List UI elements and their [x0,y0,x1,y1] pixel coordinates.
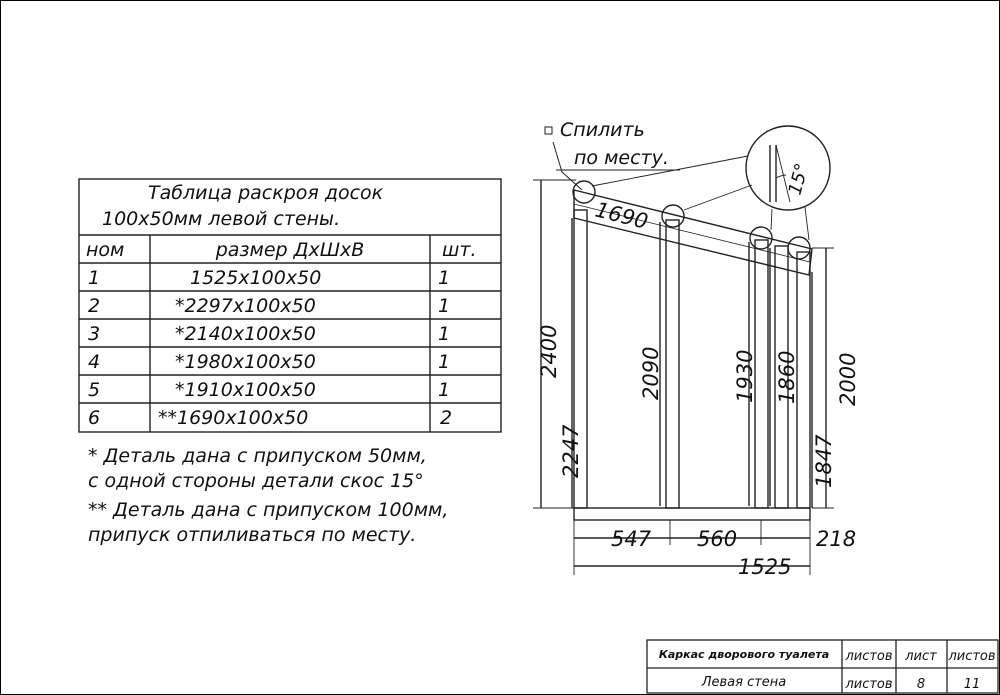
sheet-total: 11 [964,677,981,692]
dim-post3: 1930 [733,350,757,403]
detail-angle-line [775,144,791,203]
title-block [646,639,999,694]
table-header-num: ном [86,239,124,261]
table-cell-size: *2140x100x50 [175,323,316,345]
table-border [78,178,502,433]
table-cell-num: 2 [88,295,100,317]
title-block-row2-col1: листов [844,677,892,692]
joint-circle [661,204,685,228]
post-right [796,251,811,509]
dim-span3: 218 [816,527,856,551]
dim-top-beam: 1690 [593,198,651,234]
detail-leader [591,155,749,187]
detail-leader [683,184,753,211]
dim-inner-height: 2247 [559,424,583,478]
table-cell-size: *1910x100x50 [175,379,316,401]
dim-span1: 547 [611,527,652,551]
table-cell-num: 6 [88,407,100,429]
sheet-number: 8 [917,677,925,692]
dim-post4: 1860 [775,351,799,404]
dim-right-post: 2000 [836,353,860,406]
joint-circle [572,180,596,204]
joint-circle [749,226,773,250]
title-block-col1-label: листов [844,649,892,664]
saw-icon [544,126,553,135]
post-2 [665,219,680,509]
table-title-line1: Таблица раскроя досок [148,182,384,204]
detail-leader [770,208,773,231]
note1-line1: * Деталь дана с припуском 50мм, [88,445,427,467]
table-cell-qty: 2 [440,407,452,429]
table-header-qty: шт. [442,239,477,261]
table-cell-size: *1980x100x50 [175,351,316,373]
cutting-table [78,178,502,433]
dim-post2: 2090 [639,347,663,400]
table-cell-size: 1525x100x50 [190,267,321,289]
title-block-col2-label: лист [904,649,937,664]
note2-line1: ** Деталь дана с припуском 100мм, [88,499,448,521]
table-header-size: размер ДхШхВ [215,239,365,261]
table-cell-qty: 1 [438,379,450,401]
table-cell-size: *2297x100x50 [175,295,316,317]
cut-note-line2: по месту. [574,147,669,169]
dim-total-width: 1525 [738,555,791,579]
post-3 [754,239,769,509]
title-block-subtitle: Левая стена [701,675,787,690]
dim-overall-height: 2400 [537,325,561,378]
detail-angle-arc [775,174,787,179]
title-block-col3-label: листов [947,649,995,664]
dim-right-lower: 1847 [812,434,836,488]
table-cell-qty: 1 [438,351,450,373]
dim-span2: 560 [697,527,737,551]
table-cell-num: 1 [88,267,100,289]
table-cell-num: 3 [88,323,100,345]
title-block-title: Каркас дворового туалета [659,648,829,661]
table-title-line2: 100x50мм левой стены. [102,208,340,230]
table-cell-qty: 1 [438,295,450,317]
detail-leader [804,206,810,241]
note2-line2: припуск отпиливаться по месту. [88,524,416,546]
cut-note-leader [552,141,583,191]
wall-frame-drawing [533,125,834,575]
table-cell-num: 4 [88,351,100,373]
sloped-top-beam [573,189,813,276]
cut-note-line1: Спилить [560,119,645,141]
table-cell-size: **1690x100x50 [158,407,308,429]
table-cell-num: 5 [88,379,100,401]
title-block-border [646,639,999,694]
note1-line2: с одной стороны детали скос 15° [88,470,424,492]
joint-circle [787,236,811,260]
post-4 [774,245,789,509]
post-left [573,209,588,509]
table-cell-qty: 1 [438,323,450,345]
table-cell-qty: 1 [438,267,450,289]
angle-detail-circle [745,125,831,211]
angle-label: 15° [785,161,814,197]
bottom-plate [573,507,811,521]
